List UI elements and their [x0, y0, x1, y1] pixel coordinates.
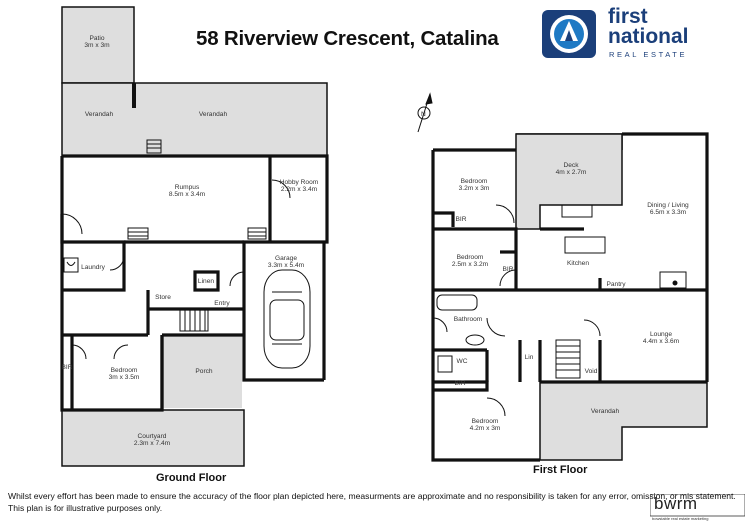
first-room-verandah-name: Verandah	[591, 408, 620, 415]
first-room-dining-name: Dining / Living	[647, 202, 689, 209]
first-room-bathroom-name: Bathroom	[454, 316, 483, 323]
first-room-deck-name: Deck	[563, 162, 579, 169]
first-room-bedroom2-size: 2.5m x 3.2m	[452, 261, 489, 268]
first-room-dining-size: 6.5m x 3.3m	[650, 209, 687, 216]
bwrm-tagline: bowstable real estate marketing	[652, 516, 709, 521]
ground-room-garage-name: Garage	[275, 255, 297, 262]
ground-room-store-name: Store	[155, 294, 171, 301]
first-room-bir1-name: BIR	[456, 216, 467, 223]
ground-room-patio-name: Patio	[89, 35, 104, 42]
first-room-bedroom1-name: Bedroom	[461, 178, 488, 185]
disclaimer-text: Whilst every effort has been made to ens…	[8, 490, 736, 514]
first-room-bedroom3-size: 4.2m x 3m	[470, 425, 501, 432]
first-room-lounge-size: 4.4m x 3.6m	[643, 338, 680, 345]
ground-room-hobby-name: Hobby Room	[280, 179, 319, 186]
first-room-kitchen-name: Kitchen	[567, 260, 589, 267]
ground-room-verandah-main-name: Verandah	[199, 111, 228, 118]
first-room-bir3-name: BIR	[455, 380, 466, 387]
north-compass-icon	[417, 92, 433, 133]
logo-word-first: first	[608, 5, 648, 28]
bwrm-logo-text: bwrm	[654, 494, 698, 513]
ground-room-courtyard-name: Courtyard	[138, 433, 167, 440]
first-floor-label: First Floor	[533, 464, 588, 476]
ground-room-hobby-size: 2.2m x 3.4m	[281, 186, 318, 193]
first-national-logo-icon	[540, 8, 598, 60]
ground-room-verandah-left-name: Verandah	[85, 111, 114, 118]
ground-room-entry-name: Entry	[214, 300, 230, 307]
disclaimer-line-2: This plan is for illustrative purposes o…	[8, 503, 163, 513]
first-room-deck-size: 4m x 2.7m	[556, 169, 587, 176]
ground-floor-label: Ground Floor	[156, 472, 227, 484]
ground-room-bir-name: BIR	[62, 364, 73, 371]
first-room-wc-name: WC	[457, 358, 468, 365]
ground-room-rumpus-size: 8.5m x 3.4m	[169, 191, 206, 198]
ground-room-patio-size: 3m x 3m	[84, 42, 110, 49]
first-room-void-name: Void	[585, 368, 598, 375]
ground-room-courtyard-size: 2.3m x 7.4m	[134, 440, 171, 447]
first-room-bedroom2-name: Bedroom	[457, 254, 484, 261]
property-address-title: 58 Riverview Crescent, Catalina	[196, 27, 499, 50]
first-room-bir2-name: BIR	[503, 266, 514, 273]
first-room-lounge-name: Lounge	[650, 331, 672, 338]
ground-room-bedroom-name: Bedroom	[111, 367, 138, 374]
ground-room-garage-size: 3.3m x 5.4m	[268, 262, 305, 269]
bwrm-logo-icon	[650, 494, 745, 517]
first-room-bedroom1-size: 3.2m x 3m	[459, 185, 490, 192]
first-room-lin-name: Lin	[525, 354, 534, 361]
logo-word-national: national	[608, 25, 689, 48]
first-room-bedroom3-name: Bedroom	[472, 418, 499, 425]
ground-room-laundry-name: Laundry	[81, 264, 106, 271]
ground-room-rumpus-name: Rumpus	[175, 184, 200, 191]
ground-room-bedroom-size: 3m x 3.5m	[109, 374, 140, 381]
ground-room-linen-name: Linen	[198, 278, 214, 285]
disclaimer-line-1: Whilst every effort has been made to ens…	[8, 491, 736, 501]
first-room-pantry-name: Pantry	[606, 281, 626, 288]
svg-text:N: N	[421, 111, 426, 118]
logo-word-real-estate: REAL ESTATE	[609, 50, 688, 59]
ground-room-porch-name: Porch	[195, 368, 213, 375]
